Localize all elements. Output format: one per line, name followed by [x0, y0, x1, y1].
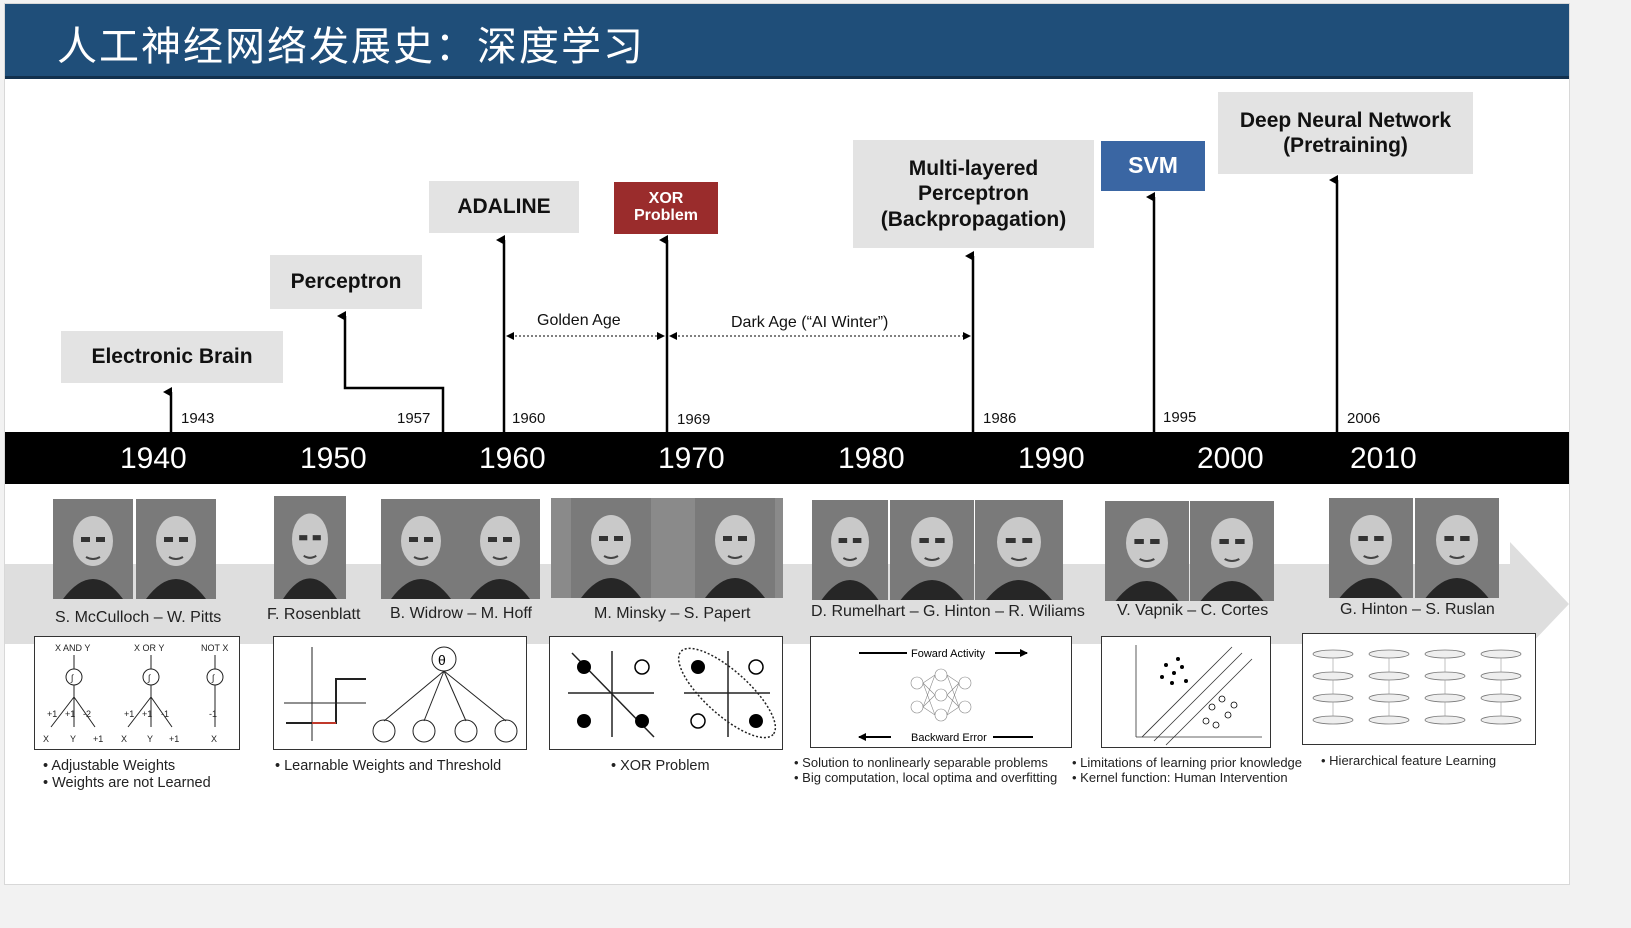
xor-panel: [549, 636, 783, 750]
page-title: 人工神经网络发展史：深度学习: [57, 24, 645, 70]
svg-text:+1: +1: [142, 709, 152, 719]
svg-text:∫: ∫: [147, 673, 152, 683]
backward-error-label: Backward Error: [911, 732, 987, 744]
note-item: XOR Problem: [611, 758, 709, 775]
svg-text:X: X: [43, 734, 49, 744]
svg-text:∫: ∫: [70, 673, 75, 683]
year-label: 1969: [677, 411, 711, 428]
year-label: 1957: [397, 410, 431, 427]
decade-label: 1950: [300, 442, 367, 475]
people-label: M. Minsky – S. Papert: [594, 605, 751, 622]
decade-label: 1970: [658, 442, 725, 475]
perceptron-panel: θ: [273, 636, 527, 750]
dark-age-label: Dark Age (“AI Winter”): [731, 314, 889, 331]
forward-activity-label: Foward Activity: [911, 648, 985, 660]
people-label: V. Vapnik – C. Cortes: [1117, 602, 1269, 619]
decade-label: 2010: [1350, 442, 1417, 475]
dnn-pretraining-panel: [1302, 633, 1536, 745]
note-item: Limitations of learning prior knowledge: [1072, 755, 1302, 771]
theta-symbol: θ: [438, 652, 446, 668]
note-item: Adjustable Weights: [43, 758, 211, 775]
people-label: F. Rosenblatt: [267, 606, 361, 623]
notes-perceptron: Learnable Weights and Threshold: [275, 758, 501, 775]
milestone-adaline: ADALINE: [429, 181, 579, 233]
logic-gates-panel: X AND Y X OR Y NOT X ∫ ∫ ∫ +1 +1 -2 +1 +1 -1 -…: [34, 636, 240, 750]
title-bar: 人工神经网络发展史：深度学习: [5, 4, 1569, 79]
people-label: S. McCulloch – W. Pitts: [55, 609, 222, 626]
svg-text:Y: Y: [70, 734, 76, 744]
and-label: X AND Y: [55, 643, 90, 653]
svg-text:∫: ∫: [211, 673, 216, 683]
note-item: Weights are not Learned: [43, 775, 211, 792]
svg-text:+1: +1: [93, 734, 103, 744]
svg-text:X: X: [211, 734, 217, 744]
decade-label: 1960: [479, 442, 546, 475]
notes-xor: XOR Problem: [611, 758, 709, 775]
svg-text:-2: -2: [83, 709, 91, 719]
year-label: 1986: [983, 410, 1017, 427]
arrow-1957: [337, 311, 445, 432]
year-label: 2006: [1347, 410, 1381, 427]
note-item: Big computation, local optima and overfi…: [794, 770, 1057, 786]
people-label: D. Rumelhart – G. Hinton – R. Wiliams: [811, 603, 1085, 620]
milestone-deep-neural-network: Deep Neural Network (Pretraining): [1218, 92, 1473, 174]
year-label: 1960: [512, 410, 546, 427]
decade-label: 1980: [838, 442, 905, 475]
decade-label: 1990: [1018, 442, 1085, 475]
notes-dnn: Hierarchical feature Learning: [1321, 753, 1496, 769]
svg-text:-1: -1: [209, 709, 217, 719]
note-item: Hierarchical feature Learning: [1321, 753, 1496, 769]
notes-svm: Limitations of learning prior knowledge …: [1072, 755, 1302, 786]
milestone-svm: SVM: [1101, 141, 1205, 191]
milestone-multilayer-perceptron: Multi-layered Perceptron (Backpropagatio…: [853, 140, 1094, 248]
svg-text:X: X: [121, 734, 127, 744]
svg-text:-1: -1: [161, 709, 169, 719]
milestone-electronic-brain: Electronic Brain: [61, 331, 283, 383]
notes-backprop: Solution to nonlinearly separable proble…: [794, 755, 1057, 786]
milestone-perceptron: Perceptron: [270, 255, 422, 309]
svm-panel: [1101, 636, 1271, 748]
svg-text:Y: Y: [147, 734, 153, 744]
svg-text:+1: +1: [65, 709, 75, 719]
decade-label: 1940: [120, 442, 187, 475]
year-label: 1995: [1163, 409, 1197, 426]
decade-label: 2000: [1197, 442, 1264, 475]
milestone-xor-problem: XOR Problem: [614, 182, 718, 234]
notes-logic-gates: Adjustable Weights Weights are not Learn…: [43, 758, 211, 792]
note-item: Solution to nonlinearly separable proble…: [794, 755, 1057, 771]
note-item: Learnable Weights and Threshold: [275, 758, 501, 775]
timeline-bar: 1940 1950 1960 1970 1980 1990 2000 2010: [5, 432, 1569, 484]
not-label: NOT X: [201, 643, 228, 653]
people-label: G. Hinton – S. Ruslan: [1340, 601, 1495, 618]
svg-text:+1: +1: [47, 709, 57, 719]
golden-age-label: Golden Age: [537, 312, 621, 329]
svg-text:+1: +1: [169, 734, 179, 744]
year-label: 1943: [181, 410, 215, 427]
backprop-panel: Foward Activity Backward Error: [810, 636, 1072, 748]
people-label: B. Widrow – M. Hoff: [390, 605, 532, 622]
svg-text:+1: +1: [124, 709, 134, 719]
note-item: Kernel function: Human Intervention: [1072, 770, 1302, 786]
or-label: X OR Y: [134, 643, 164, 653]
slide: 人工神经网络发展史：深度学习 Electronic Brain Per: [4, 3, 1570, 885]
